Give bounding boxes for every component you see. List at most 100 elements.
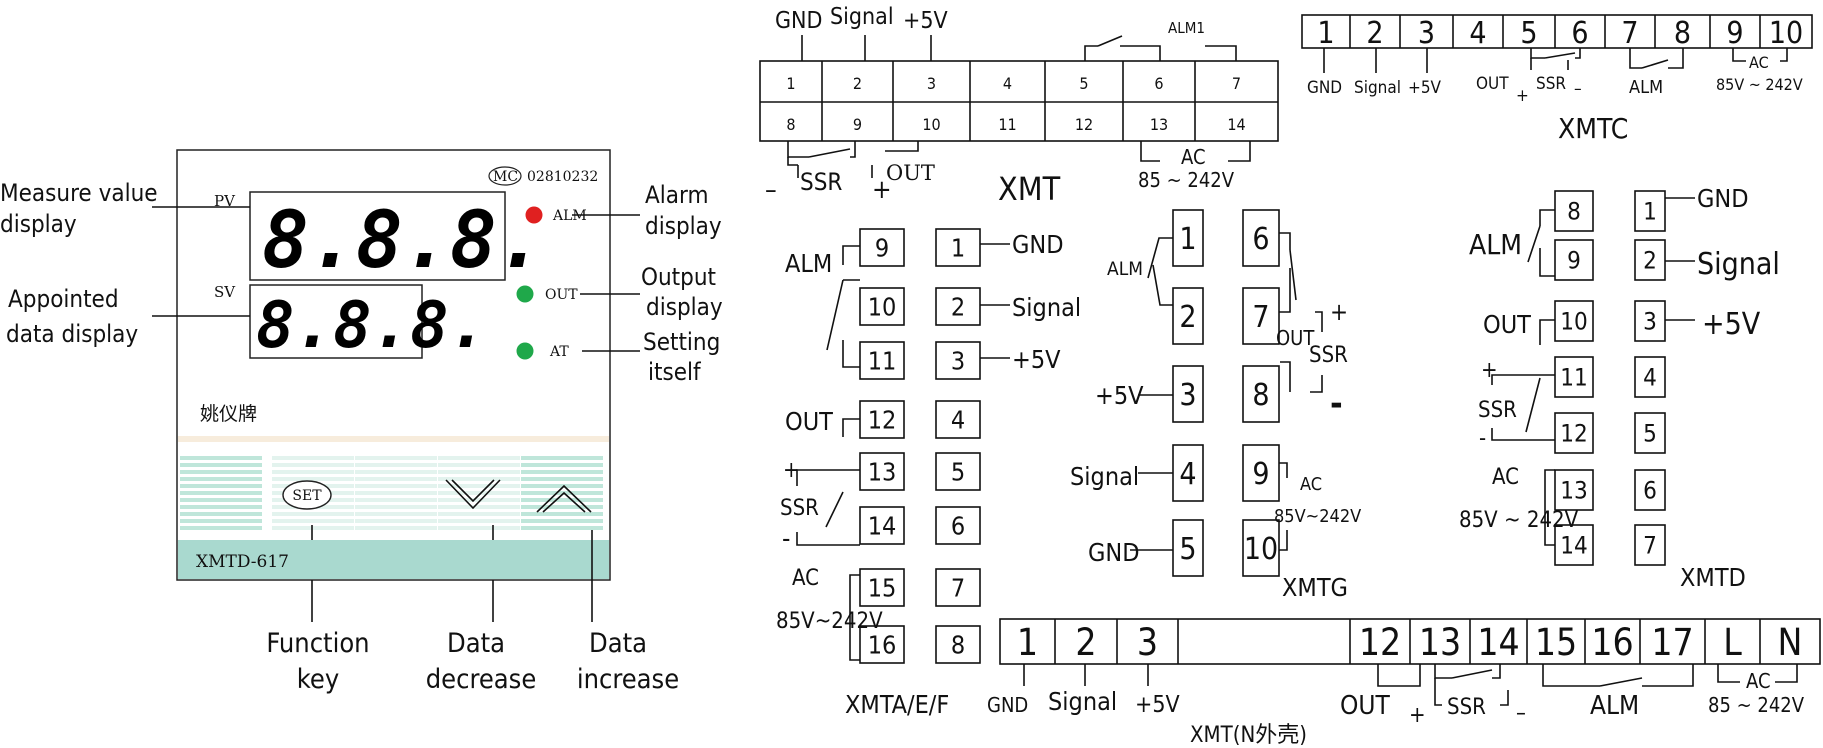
xmtaef-signal: Signal (1012, 293, 1081, 322)
xmtaef-terminal-label: 3 (951, 347, 965, 376)
xmtd-terminal: 3 (1634, 300, 1666, 342)
xmtaef-terminal: 2 (935, 287, 981, 326)
xmtaef-terminal-label: 16 (868, 631, 897, 660)
xmtd-terminal: 9 (1554, 239, 1594, 281)
xmtg-terminal: 3 (1172, 365, 1204, 423)
xmtaef-terminal: 6 (935, 506, 981, 545)
xmtd-terminal: 6 (1634, 469, 1666, 511)
controller-front-panel: MC 02810232 PV 8.8.8. SV 8.8.8. ALM OUT … (0, 149, 723, 695)
alm-led-icon (525, 206, 543, 224)
xmtd-terminal-label: 11 (1560, 364, 1587, 392)
xmtn-terminal: 17 (1651, 621, 1693, 664)
xmt-terminal: 8 (786, 115, 795, 134)
xmtaef-plus: + (783, 458, 800, 483)
xmt-terminal: 11 (998, 115, 1016, 134)
xmtd-out: OUT (1483, 310, 1531, 339)
xmtc-terminal: 8 (1674, 16, 1691, 51)
xmtd-signal: Signal (1697, 247, 1780, 282)
xmt-terminal: 3 (927, 74, 936, 93)
xmtg-terminal: 7 (1242, 287, 1280, 345)
xmtd-plus5v: +5V (1702, 307, 1761, 342)
xmtd-terminal-label: 8 (1567, 198, 1581, 226)
xmtd-terminal: 14 (1554, 524, 1594, 566)
xmtg-terminal-label: 6 (1252, 222, 1269, 257)
brand-label: 姚仪牌 (200, 403, 257, 425)
xmtg-terminal: 1 (1172, 209, 1204, 267)
sv-label: SV (214, 283, 236, 301)
callout-function-2: key (297, 664, 339, 695)
xmtg-terminal-label: 5 (1179, 532, 1196, 567)
xmtn-terminal: 14 (1477, 621, 1519, 664)
xmtaef-terminal-label: 2 (951, 293, 965, 322)
model-strip (178, 540, 609, 579)
xmtc-terminal: 7 (1621, 16, 1638, 51)
xmtc-ac: AC (1749, 53, 1769, 72)
xmtn-gnd: GND (987, 693, 1028, 717)
xmt-ac-range: 85 ~ 242V (1138, 168, 1235, 192)
xmt-terminal: 14 (1227, 115, 1245, 134)
xmtg-signal: Signal (1070, 462, 1139, 491)
callout-setting-2: itself (648, 358, 702, 386)
xmtaef-terminal-label: 7 (951, 574, 965, 603)
xmtn-terminal: 2 (1075, 621, 1096, 664)
sv-display (249, 284, 423, 359)
xmt-terminal: 5 (1079, 74, 1088, 93)
xmtaef-terminal-label: 9 (875, 234, 889, 263)
xmtg-plus: + (1330, 298, 1348, 326)
xmtn-terminal: L (1723, 621, 1742, 664)
xmtc-terminal: 5 (1520, 16, 1537, 51)
xmtd-ac-range: 85V ~ 242V (1459, 508, 1579, 533)
xmtd-terminal: 5 (1634, 412, 1666, 454)
callout-increase-1: Data (589, 628, 647, 659)
set-key[interactable]: SET (282, 480, 332, 510)
xmtaef-terminal: 4 (935, 400, 981, 439)
xmtn-minus: – (1516, 701, 1526, 726)
xmtd-terminal-label: 2 (1643, 247, 1657, 275)
xmtaef-terminal-label: 5 (951, 458, 965, 487)
xmt-terminal: 7 (1232, 74, 1241, 93)
xmtaef-terminal: 5 (935, 452, 981, 491)
xmt-terminal: 13 (1150, 115, 1168, 134)
xmtg-alm: ALM (1107, 258, 1143, 280)
mc-logo: MC (493, 169, 518, 185)
xmtd-terminal: 2 (1634, 239, 1666, 281)
xmt-plus: + (872, 175, 892, 205)
xmtd-terminal: 4 (1634, 356, 1666, 398)
chevron-up-icon[interactable] (536, 484, 592, 513)
xmtd-terminal-label: 14 (1560, 532, 1587, 560)
callout-setting-1: Setting (643, 328, 720, 356)
xmtaef-title: XMTA/E/F (845, 690, 949, 719)
xmtg-terminal-label: 4 (1179, 457, 1196, 492)
xmtaef-terminal-label: 8 (951, 631, 965, 660)
xmtg-gnd: GND (1088, 538, 1140, 567)
xmtd-terminal: 8 (1554, 190, 1594, 232)
chevron-down-icon[interactable] (445, 479, 501, 510)
xmtc-terminal: 3 (1418, 16, 1435, 51)
xmtn-terminal: 3 (1137, 621, 1158, 664)
xmtd-terminal: 7 (1634, 524, 1666, 566)
xmtaef-terminal: 1 (935, 228, 981, 267)
xmtn-ssr: SSR (1447, 695, 1486, 720)
xmtg-terminal-label: 2 (1179, 300, 1196, 335)
xmt-terminal: 9 (853, 115, 862, 134)
xmtg-terminal: 8 (1242, 365, 1280, 423)
xmtg-plus5v: +5V (1095, 381, 1144, 410)
xmtd-gnd: GND (1697, 184, 1749, 213)
callout-decrease-1: Data (447, 628, 505, 659)
out-led-label: OUT (545, 287, 578, 303)
xmt-ssr: SSR (800, 168, 842, 196)
xmtn-alm: ALM (1590, 691, 1639, 721)
xmtc-plus: + (1516, 86, 1529, 106)
xmtc-terminal: 2 (1366, 16, 1383, 51)
xmtg-terminal-label: 1 (1179, 222, 1196, 257)
xmtaef-terminal: 11 (859, 341, 905, 380)
sv-digits: 8.8.8. (256, 289, 487, 363)
xmtaef-ssr: SSR (780, 496, 819, 521)
xmt-terminal: 4 (1003, 74, 1012, 93)
xmtaef-terminal-label: 10 (868, 293, 897, 322)
xmtn-terminal: N (1778, 621, 1803, 664)
